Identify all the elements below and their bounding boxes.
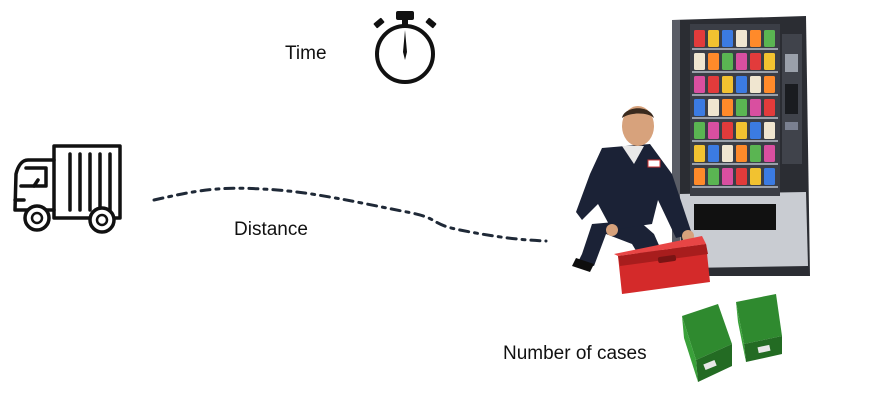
time-label: Time bbox=[285, 43, 327, 64]
stopwatch-icon bbox=[373, 11, 437, 84]
bottle-crate-icon bbox=[682, 294, 782, 382]
toolbox bbox=[614, 236, 710, 294]
distance-label: Distance bbox=[234, 219, 308, 240]
cases-label: Number of cases bbox=[503, 343, 647, 364]
vending-machine bbox=[672, 16, 810, 276]
delivery-truck-icon bbox=[13, 144, 122, 234]
